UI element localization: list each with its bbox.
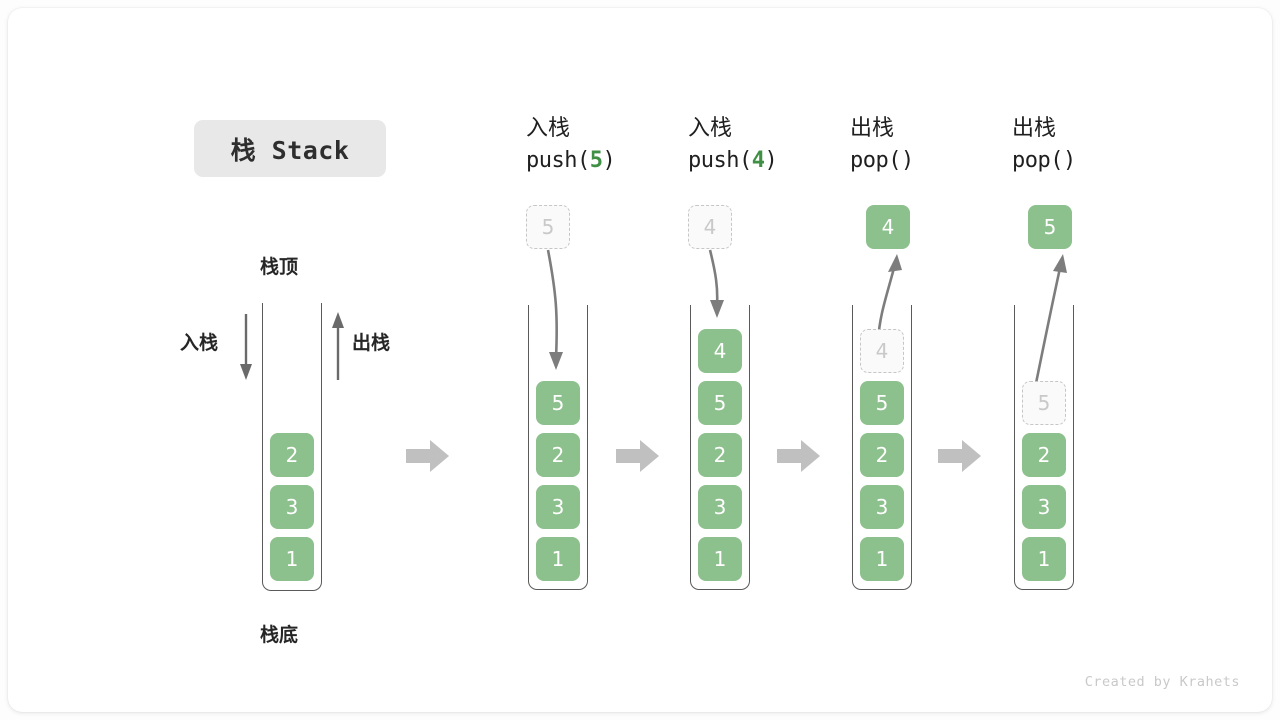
step-arrow-icon [406,440,449,472]
stack-container-pop-5 [1014,305,1074,590]
push-legend-label: 入栈 [180,332,219,354]
stack-cell: 3 [860,485,904,529]
stack-cell: 1 [536,537,580,581]
footer-credit: Created by Krahets [1084,674,1240,690]
stack-cell: 3 [1022,485,1066,529]
stack-cell: 1 [860,537,904,581]
column-push-5: 入栈 push(5) 5 5 2 3 1 [508,108,648,608]
stack-cell: 1 [1022,537,1066,581]
operation-label-code: pop() [850,147,914,173]
operation-argument: 5 [589,147,603,173]
stack-cell: 4 [698,329,742,373]
title-badge: 栈 Stack [194,120,386,177]
column-pop-5: 出栈 pop() 5 5 2 3 1 [994,108,1134,608]
stack-cell: 2 [1022,433,1066,477]
operation-label-pop-5: 出栈 pop() [1012,113,1076,177]
pop-direction-arrow-icon [332,312,344,380]
operation-label-code: push(5) [526,147,616,173]
operation-label-cn: 入栈 [526,116,571,141]
removed-cell-ghost: 5 [1022,381,1066,425]
stack-cell: 2 [270,433,314,477]
stack-cell: 1 [698,537,742,581]
stack-cell: 2 [860,433,904,477]
operation-label-push-5: 入栈 push(5) [526,113,616,177]
pop-legend-label: 出栈 [352,332,391,354]
stack-container-push-4 [690,305,750,590]
stack-cell: 3 [698,485,742,529]
column-initial: 栈顶 入栈 出栈 2 3 1 栈底 [176,248,406,658]
step-arrow-icon [777,440,820,472]
stack-cell: 5 [860,381,904,425]
removed-cell-ghost: 4 [860,329,904,373]
diagram-card: 栈 Stack 栈顶 入栈 出栈 2 3 1 栈底 入栈 push [8,8,1272,712]
floating-cell-push-4: 4 [688,205,732,249]
stack-cell: 1 [270,537,314,581]
operation-label-cn: 入栈 [688,116,733,141]
stack-cell: 5 [698,381,742,425]
stack-container-initial [262,303,322,591]
floating-cell-pop-5: 5 [1028,205,1072,249]
stack-cell: 5 [536,381,580,425]
stack-cell: 2 [536,433,580,477]
step-arrow-icon [616,440,659,472]
stack-container-pop-4 [852,305,912,590]
stack-cell: 3 [270,485,314,529]
operation-label-pop-4: 出栈 pop() [850,113,914,177]
operation-label-push-4: 入栈 push(4) [688,113,778,177]
pop-flow-arrow-icon [1032,254,1067,394]
floating-cell-pop-4: 4 [866,205,910,249]
stack-bottom-label: 栈底 [260,624,299,646]
operation-label-cn: 出栈 [1012,116,1057,141]
stack-top-label: 栈顶 [260,256,299,278]
stack-container-push-5 [528,305,588,590]
operation-label-cn: 出栈 [850,116,895,141]
column-pop-4: 出栈 pop() 4 4 5 2 3 1 [832,108,972,608]
push-flow-arrow-icon [708,249,724,318]
operation-label-code: pop() [1012,147,1076,173]
step-arrow-icon [938,440,981,472]
stack-cell: 2 [698,433,742,477]
push-direction-arrow-icon [240,314,252,380]
push-flow-arrow-icon [546,249,563,370]
floating-cell-push-5: 5 [526,205,570,249]
column-push-4: 入栈 push(4) 4 4 5 2 3 1 [670,108,810,608]
stack-cell: 3 [536,485,580,529]
operation-argument: 4 [751,147,765,173]
operation-label-code: push(4) [688,147,778,173]
